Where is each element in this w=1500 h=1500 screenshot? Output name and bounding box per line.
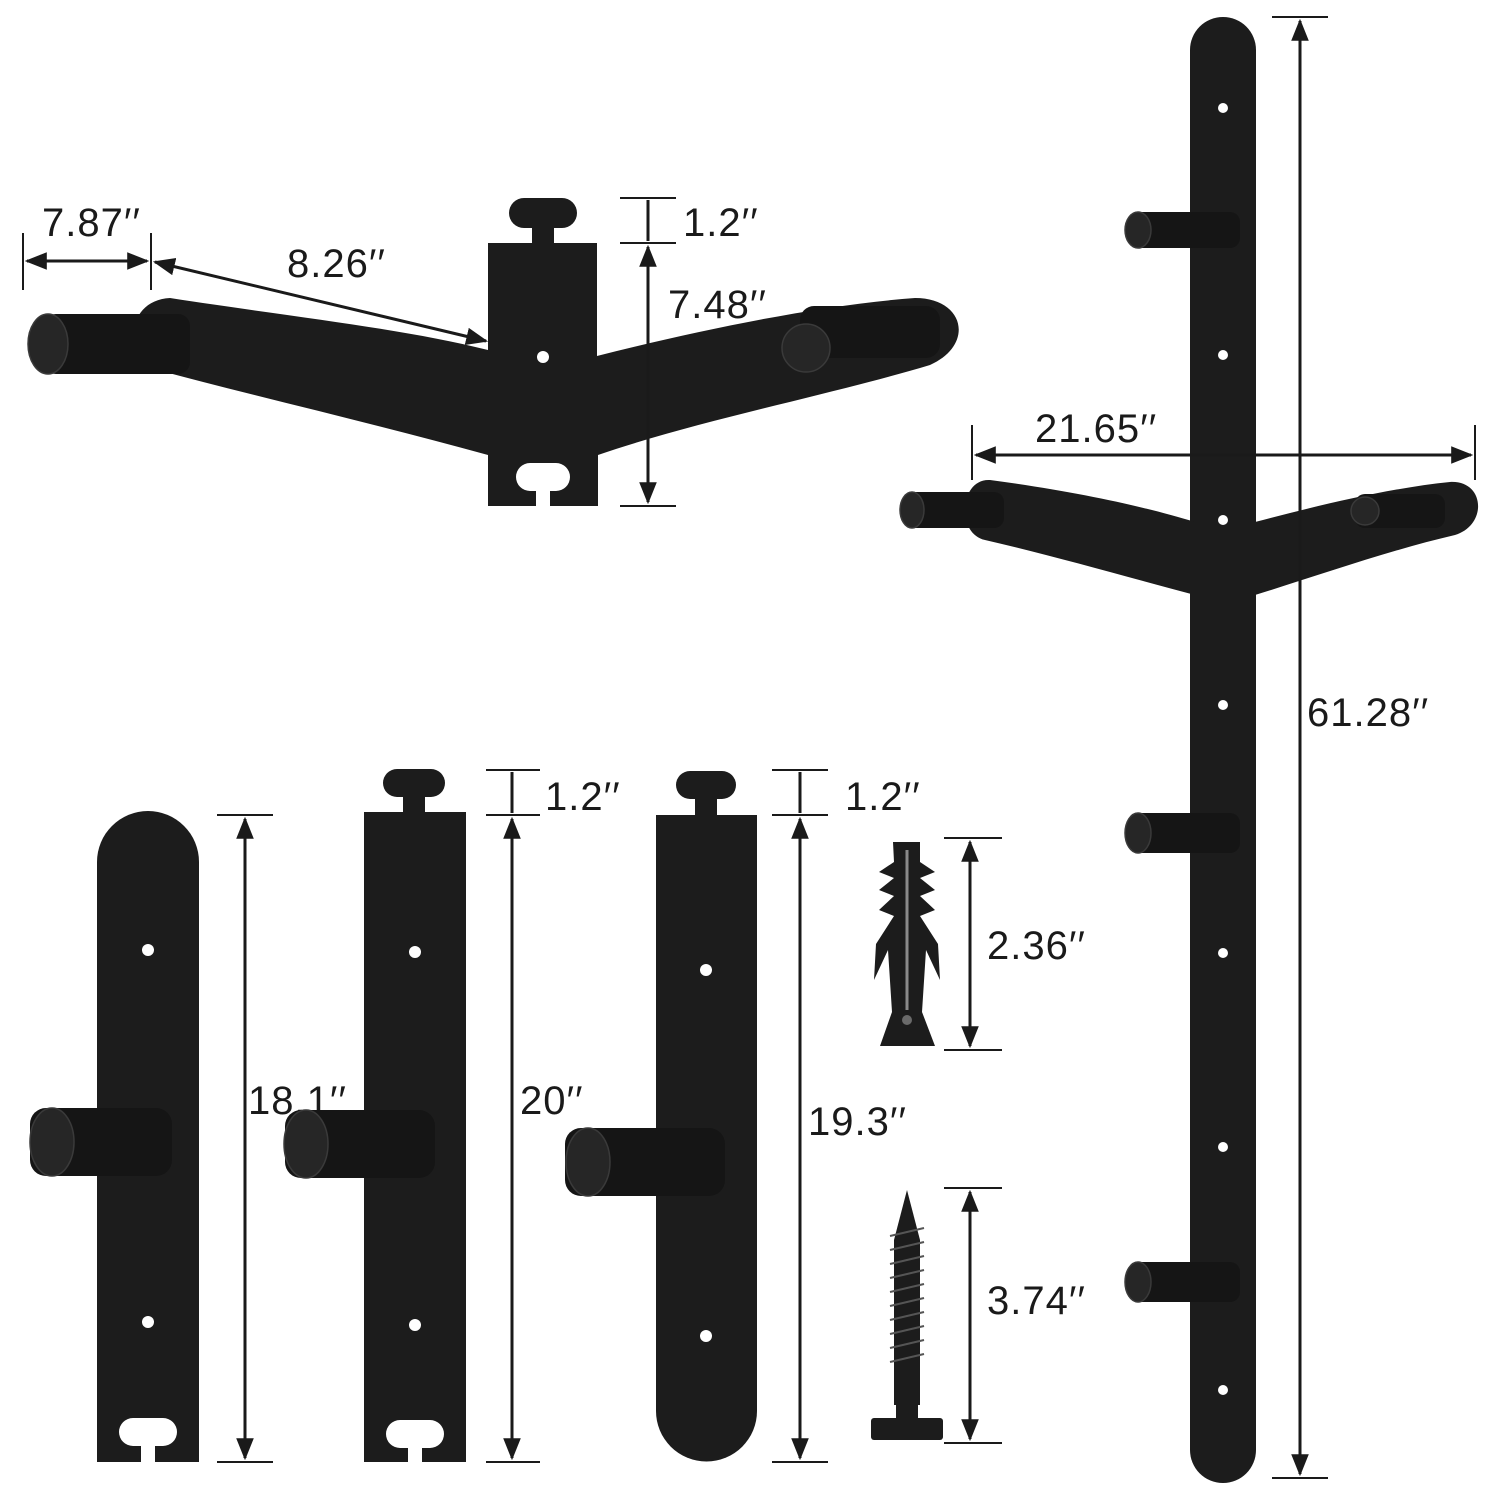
middle-section [283,769,466,1462]
rack-peg-2 [1124,812,1240,854]
bottom-section-peg [565,1127,725,1197]
dimension-arm-height: 7.48′′ [620,244,767,507]
full-rack [899,17,1479,1483]
dimension-arm-tab-height: 1.2′′ [620,197,759,245]
mount-hole [537,351,549,363]
dimension-screw-length: 3.74′′ [944,1187,1086,1444]
total-height-label: 61.28′′ [1307,691,1429,735]
dimension-total-width: 21.65′′ [971,407,1476,480]
dimension-middle-section-height: 20′′ [486,816,584,1463]
keyhole-slot [119,1418,177,1462]
dimension-anchor-length: 2.36′′ [944,837,1086,1051]
wall-anchor-icon [874,842,940,1046]
bottom-section-height-label: 19.3′′ [808,1100,907,1144]
left-peg [27,313,190,375]
rack-left-peg [899,491,1004,529]
top-section [29,811,199,1462]
bottom-tab-height-label: 1.2′′ [845,775,921,819]
rack-right-peg [1350,494,1445,528]
arm-assembly [27,198,959,506]
rack-peg-3 [1124,1261,1240,1303]
arm-height-label: 7.48′′ [668,283,767,327]
middle-section-tab [383,769,445,815]
arm-peg-length-label: 7.87′′ [42,201,141,245]
dimension-bottom-tab-height: 1.2′′ [772,769,921,819]
bottom-section-tab [676,771,736,817]
v-arm [133,243,959,506]
arm-tab-height-label: 1.2′′ [683,201,759,245]
rack-upright [1190,17,1256,1483]
middle-section-height-label: 20′′ [520,1079,584,1123]
dimension-bottom-section-height: 19.3′′ [772,816,907,1463]
middle-section-peg [283,1109,435,1179]
keyhole-slot [516,463,570,506]
lag-screw-icon [871,1190,943,1440]
bottom-section [565,771,757,1462]
anchor-length-label: 2.36′′ [987,924,1086,968]
right-peg [781,306,940,373]
rack-arm [964,479,1479,595]
rack-peg-1 [1124,211,1240,249]
arm-length-label: 8.26′′ [287,242,386,286]
top-section-peg [29,1107,172,1177]
arm-tab [509,198,577,246]
dimension-total-height: 61.28′′ [1272,16,1429,1479]
rack-holes [1218,103,1228,1395]
dimension-arm-length: 8.26′′ [152,242,489,345]
screw-length-label: 3.74′′ [987,1279,1086,1323]
dimension-middle-tab-height: 1.2′′ [486,769,621,819]
dimension-arm-peg-length: 7.87′′ [22,201,152,290]
middle-tab-height-label: 1.2′′ [545,775,621,819]
total-width-label: 21.65′′ [1035,407,1157,451]
keyhole-slot [386,1420,444,1462]
